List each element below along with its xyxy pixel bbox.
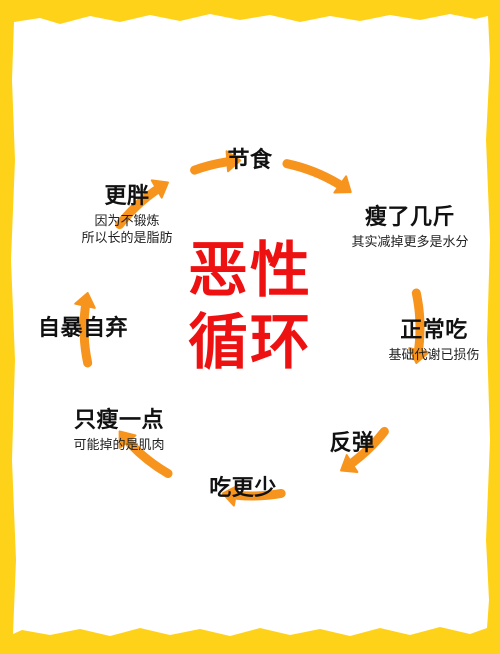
node-fatter-note-1: 因为不锻炼 [94,214,160,229]
arrow-rebound-to-eatless [221,484,286,507]
arrow-onlythin-to-giveup [74,292,96,368]
node-eat-normal-title: 正常吃 [400,318,468,343]
node-eat-less: 吃更少 [198,478,288,500]
node-diet-title: 节食 [227,148,273,173]
node-give-up: 自暴自弃 [28,318,138,340]
node-eat-normal-note: 基础代谢已损伤 [388,348,480,363]
node-only-thin-note: 可能掉的是肌肉 [73,438,165,453]
node-fatter-note-2: 所以长的是脂肪 [81,231,173,246]
arrow-normal-to-rebound [340,426,389,474]
arrow-lose-to-normal [408,288,430,364]
node-eat-normal: 正常吃 基础代谢已损伤 [368,320,500,364]
node-diet: 节食 [210,150,290,172]
node-only-thin-title: 只瘦一点 [73,408,164,433]
node-lose-weight-note: 其实减掉更多是水分 [351,235,469,250]
node-rebound: 反弹 [320,433,384,455]
center-title: 恶性 循环 [175,235,325,379]
node-only-thin: 只瘦一点 可能掉的是肌肉 [54,410,184,454]
center-title-line2: 循环 [188,308,312,378]
node-fatter: 更胖 因为不锻炼 所以长的是脂肪 [62,186,192,247]
node-rebound-title: 反弹 [329,431,375,456]
node-lose-weight-title: 瘦了几斤 [364,205,455,230]
arrow-fatter-to-diet [190,150,242,175]
node-give-up-title: 自暴自弃 [37,316,128,341]
node-lose-weight: 瘦了几斤 其实减掉更多是水分 [325,207,495,251]
arrow-giveup-to-fatter [115,179,169,230]
center-title-line1: 恶性 [188,236,312,306]
arrow-diet-to-lose [282,159,352,194]
node-eat-less-title: 吃更少 [209,476,277,501]
arrow-eatless-to-onlythin [118,430,173,478]
node-fatter-title: 更胖 [104,184,150,209]
